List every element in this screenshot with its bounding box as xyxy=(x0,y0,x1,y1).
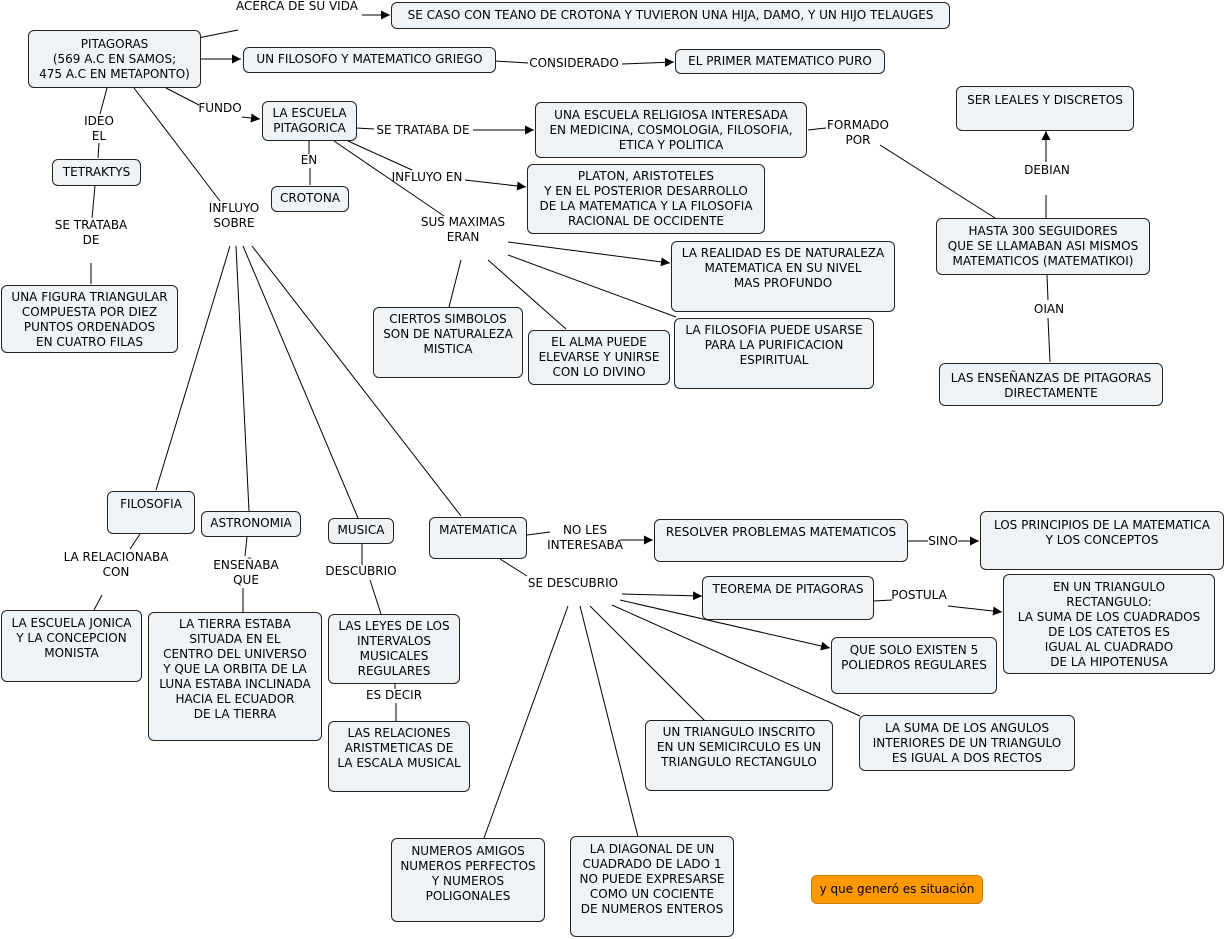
concept-poliedros[interactable]: QUE SOLO EXISTEN 5 POLIEDROS REGULARES xyxy=(831,637,997,694)
link-fundo: FUNDO xyxy=(198,101,242,115)
concept-escuela-religiosa[interactable]: UNA ESCUELA RELIGIOSA INTERESADA EN MEDI… xyxy=(535,102,807,158)
link-es-decir: ES DECIR xyxy=(365,688,423,702)
concept-alma[interactable]: EL ALMA PUEDE ELEVARSE Y UNIRSE CON LO D… xyxy=(528,330,670,385)
concept-filosofia-purificacion[interactable]: LA FILOSOFIA PUEDE USARSE PARA LA PURIFI… xyxy=(674,318,874,389)
concept-simbolos[interactable]: CIERTOS SIMBOLOS SON DE NATURALEZA MISTI… xyxy=(373,307,523,378)
link-se-trataba-de-2: SE TRATABA DE xyxy=(54,218,128,247)
concept-suma-angulos[interactable]: LA SUMA DE LOS ANGULOS INTERIORES DE UN … xyxy=(859,715,1075,771)
concept-teorema-pitagoras[interactable]: TEOREMA DE PITAGORAS xyxy=(702,576,874,620)
link-influyo-en: INFLUYO EN xyxy=(391,170,463,184)
link-no-les-interesaba: NO LES INTERESABA xyxy=(547,523,623,552)
link-ideo-el: IDEO EL xyxy=(84,114,114,143)
link-en: EN xyxy=(300,153,318,167)
concept-tetraktys[interactable]: TETRAKTYS xyxy=(52,159,141,186)
link-ensenaba: ENSEÑABA QUE xyxy=(213,558,279,587)
concept-primer-matematico[interactable]: EL PRIMER MATEMATICO PURO xyxy=(675,49,885,74)
concept-musica[interactable]: MUSICA xyxy=(328,518,394,544)
link-sino: SINO xyxy=(928,534,958,548)
link-sus-maximas: SUS MAXIMAS ERAN xyxy=(420,215,506,244)
concept-triangulo-inscrito[interactable]: UN TRIANGULO INSCRITO EN UN SEMICIRCULO … xyxy=(645,720,833,791)
concept-triangulo-rectangulo[interactable]: EN UN TRIANGULO RECTANGULO: LA SUMA DE L… xyxy=(1003,574,1215,674)
link-se-descubrio: SE DESCUBRIO xyxy=(527,576,619,590)
concept-leyes-intervalos[interactable]: LAS LEYES DE LOS INTERVALOS MUSICALES RE… xyxy=(328,614,460,684)
concept-crotona[interactable]: CROTONA xyxy=(271,186,349,212)
link-debian: DEBIAN xyxy=(1024,163,1070,177)
concept-principios[interactable]: LOS PRINCIPIOS DE LA MATEMATICA Y LOS CO… xyxy=(980,511,1224,570)
concept-seguidores[interactable]: HASTA 300 SEGUIDORES QUE SE LLAMABAN ASI… xyxy=(936,218,1150,275)
link-acerca-de-su-vida: ACERCA DE SU VIDA xyxy=(236,0,358,13)
link-postula: POSTULA xyxy=(891,588,947,602)
concept-pitagoras[interactable]: PITAGORAS (569 A.C EN SAMOS; 475 A.C EN … xyxy=(28,30,201,88)
concept-escuela-pitagorica[interactable]: LA ESCUELA PITAGORICA xyxy=(262,101,357,141)
link-la-relacionaba: LA RELACIONABA CON xyxy=(63,550,169,579)
concept-leales-discretos[interactable]: SER LEALES Y DISCRETOS xyxy=(956,86,1134,131)
concept-matematica[interactable]: MATEMATICA xyxy=(429,517,527,559)
concept-ensenanzas[interactable]: LAS ENSEÑANZAS DE PITAGORAS DIRECTAMENTE xyxy=(939,363,1163,406)
concept-resolver-problemas[interactable]: RESOLVER PROBLEMAS MATEMATICOS xyxy=(654,519,908,562)
link-formado-por: FORMADO POR xyxy=(827,118,889,147)
link-considerado: CONSIDERADO xyxy=(529,56,619,70)
concept-figura-triangular[interactable]: UNA FIGURA TRIANGULAR COMPUESTA POR DIEZ… xyxy=(1,285,178,353)
link-se-trataba-de: SE TRATABA DE xyxy=(376,123,470,137)
concept-filosofo-griego[interactable]: UN FILOSOFO Y MATEMATICO GRIEGO xyxy=(243,47,496,73)
concept-filosofia[interactable]: FILOSOFIA xyxy=(107,491,195,534)
concept-tierra-centro[interactable]: LA TIERRA ESTABA SITUADA EN EL CENTRO DE… xyxy=(148,612,322,741)
concept-escuela-jonica[interactable]: LA ESCUELA JONICA Y LA CONCEPCION MONIST… xyxy=(1,610,142,682)
concept-relaciones-aritmeticas[interactable]: LAS RELACIONES ARISTMETICAS DE LA ESCALA… xyxy=(328,721,470,792)
link-influyo-sobre: INFLUYO SOBRE xyxy=(208,201,260,230)
concept-platon-aristoteles[interactable]: PLATON, ARISTOTELES Y EN EL POSTERIOR DE… xyxy=(527,164,765,234)
concept-astronomia[interactable]: ASTRONOMIA xyxy=(201,511,301,537)
link-descubrio: DESCUBRIO xyxy=(325,564,397,578)
concept-numeros[interactable]: NUMEROS AMIGOS NUMEROS PERFECTOS Y NUMER… xyxy=(391,838,545,922)
link-oian: OIAN xyxy=(1033,302,1065,316)
concept-diagonal[interactable]: LA DIAGONAL DE UN CUADRADO DE LADO 1 NO … xyxy=(570,836,734,937)
concept-se-caso[interactable]: SE CASO CON TEANO DE CROTONA Y TUVIERON … xyxy=(391,2,950,29)
concept-situacion[interactable]: y que generó es situación xyxy=(811,875,983,904)
concept-realidad[interactable]: LA REALIDAD ES DE NATURALEZA MATEMATICA … xyxy=(671,241,895,312)
